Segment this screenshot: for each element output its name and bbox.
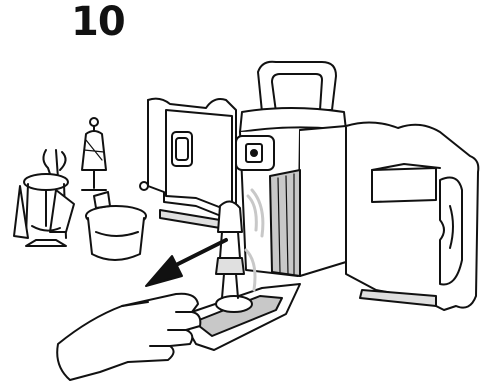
playset-center-tower — [236, 62, 346, 276]
clothing-rack — [14, 150, 74, 246]
carry-handle[interactable] — [258, 62, 336, 112]
hanging-top — [50, 190, 74, 232]
hanger-knob — [140, 182, 148, 190]
right-door[interactable] — [440, 178, 462, 285]
dress-form — [82, 118, 106, 190]
hand — [57, 294, 200, 380]
hanging-pants — [14, 186, 28, 238]
vanity-stool — [86, 192, 146, 260]
right-shelf-upper — [372, 168, 436, 202]
pull-out-arrow-icon — [146, 240, 226, 286]
playset-right-wing — [346, 122, 478, 310]
curtain — [270, 170, 300, 276]
